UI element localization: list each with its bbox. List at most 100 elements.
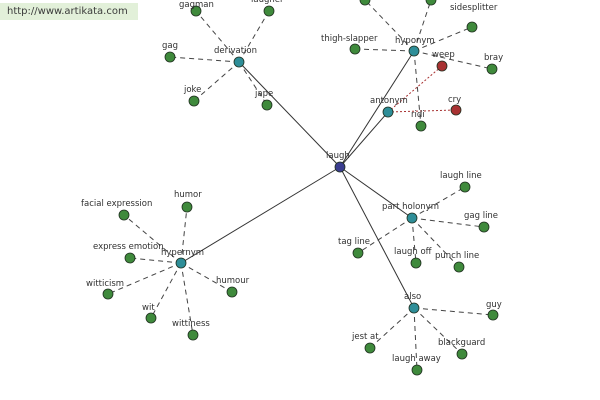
edge-part-holonym-laugh-line [411,186,466,219]
node-derivation[interactable] [233,56,245,68]
node-gag-line[interactable] [478,221,490,233]
node-laugh-away[interactable] [411,364,423,376]
label-wittiness: wittiness [172,319,210,329]
node-also[interactable] [408,302,420,314]
edge-also-blackguard [413,307,463,355]
node-humour[interactable] [226,286,238,298]
label-derivation: derivation [214,46,257,56]
edge-hypernym-wit [150,262,182,319]
node-punch-line[interactable] [453,261,465,273]
label-laugher: laugher [251,0,284,5]
label-laugh-off: laugh off [394,247,433,257]
edge-laugh-hyponym [339,50,415,168]
node-laugher[interactable] [263,5,275,17]
node-tag-line[interactable] [352,247,364,259]
edge-laugh-part-holonym [339,166,413,219]
label-gagman: gagman [179,0,214,10]
label-laugh-away: laugh away [392,354,441,364]
node-bray[interactable] [486,63,498,75]
node-wittiness[interactable] [187,329,199,341]
nodes-layer [102,0,499,376]
node-laugh-off[interactable] [410,257,422,269]
node-cry[interactable] [450,104,462,116]
label-weep: weep [432,50,455,60]
node-hypernym[interactable] [175,257,187,269]
node-laugh[interactable] [334,161,346,173]
label-hypernym: hypernym [161,248,204,258]
edge-derivation-laugher [238,10,270,63]
edge-hyponym-bray [413,50,493,70]
label-humor: humor [174,190,202,200]
edge-hypernym-humour [180,262,233,293]
edge-also-guy [413,307,494,316]
edge-hypernym-facial-expression [123,214,182,264]
edge-laugh-derivation [238,61,341,168]
label-antonym: antonym [370,96,408,106]
label-bray: bray [484,53,503,63]
label-punch-line: punch line [435,251,479,261]
node-wit[interactable] [145,312,157,324]
node-jape[interactable] [261,99,273,111]
edge-hypernym-witticism [107,262,182,295]
node-hyponym[interactable] [408,45,420,57]
edge-also-jest-at [369,307,415,349]
node-jest-at[interactable] [364,342,376,354]
label-tag-line: tag line [338,237,370,247]
label-wit: wit [142,303,155,313]
label-sidesplitter: sidesplitter [450,3,498,13]
node-laugh-line[interactable] [459,181,471,193]
node-humor[interactable] [181,201,193,213]
label-witticism: witticism [86,279,124,289]
node-thigh-slapper[interactable] [349,43,361,55]
label-express-emotion: express emotion [93,242,164,252]
edge-hypernym-express-emotion [129,257,182,264]
node-sidesplitter[interactable] [466,21,478,33]
edge-laugh-also [339,166,415,309]
edge-antonym-cry [387,109,457,113]
node-hy-top2[interactable] [425,0,437,6]
node-guy[interactable] [487,309,499,321]
site-url-banner[interactable]: http://www.artikata.com [0,3,138,20]
label-joke: joke [183,85,201,95]
label-cry: cry [448,95,461,105]
edge-derivation-gag [169,56,240,63]
label-guy: guy [486,300,502,310]
edge-part-holonym-punch-line [411,217,460,268]
label-also: also [404,292,421,302]
node-express-emotion[interactable] [124,252,136,264]
edge-hyponym-sidesplitter [413,26,473,52]
edge-part-holonym-laugh-off [411,217,417,264]
node-facial-expression[interactable] [118,209,130,221]
node-part-holonym[interactable] [406,212,418,224]
label-laugh-line: laugh line [440,171,482,181]
label-humour: humour [216,276,250,286]
node-witticism[interactable] [102,288,114,300]
label-thigh-slapper: thigh-slapper [321,34,378,44]
node-gagman[interactable] [190,5,202,17]
edge-part-holonym-tag-line [357,217,413,254]
node-hy-top1[interactable] [359,0,371,6]
edge-hyponym-ridi [413,50,422,127]
edge-derivation-gagman [195,10,240,63]
label-gag-line: gag line [464,211,498,221]
node-gag[interactable] [164,51,176,63]
label-gag: gag [162,41,178,51]
node-joke[interactable] [188,95,200,107]
node-ridi[interactable] [415,120,427,132]
edge-part-holonym-gag-line [411,217,485,228]
edge-hyponym-thigh-slapper [354,48,415,52]
node-blackguard[interactable] [456,348,468,360]
node-weep[interactable] [436,60,448,72]
label-blackguard: blackguard [438,338,485,348]
label-jest-at: jest at [351,332,379,342]
edge-also-laugh-away [413,307,418,371]
label-part-holonym: part holonym [382,202,439,212]
edges-layer [107,0,494,371]
node-antonym[interactable] [382,106,394,118]
edge-hypernym-wittiness [180,262,194,336]
label-jape: jape [254,89,273,99]
label-laugh: laugh [326,151,350,161]
edge-laugh-antonym [339,111,389,168]
